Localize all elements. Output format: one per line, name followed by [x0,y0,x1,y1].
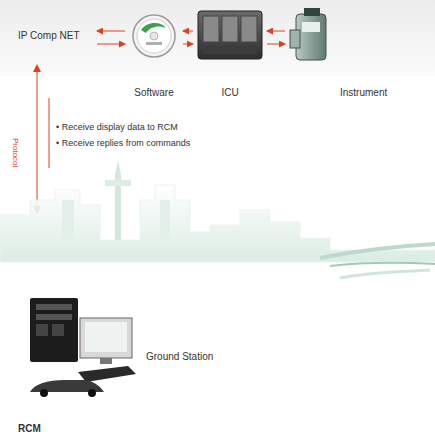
arrow-line [183,31,193,32]
icu-rack [198,11,262,59]
node-label: IP Comp NET [18,30,80,41]
arrow-line [267,44,285,45]
instrument-device [290,8,326,60]
node-label: Software [128,87,180,98]
instrument-node: Instrument [288,6,408,100]
protocol-label: Protocol [11,138,20,167]
connector [267,31,285,44]
node-label: Instrument [340,87,387,98]
node-label: Ground Station [146,351,213,362]
computer [30,298,136,397]
bracket-line [49,98,50,168]
part-name: RCM [18,423,41,434]
connector [97,31,125,44]
protocol-arrow [37,70,38,208]
swoosh [320,244,435,278]
note-text: • Receive display data to RCM [56,122,178,132]
top-band [0,0,435,76]
arrow-line [97,44,125,45]
icu-node: ICU [196,10,264,100]
software-node: Software [128,12,180,100]
arrow-line [97,31,125,32]
node-label: ICU [196,87,264,98]
city-skyline [0,160,435,262]
software-disc [133,15,175,57]
connector [183,31,193,44]
arrow-line [267,31,285,32]
arrow-line [183,44,193,45]
note-text: • Receive replies from commands [56,138,190,148]
arrow-head [33,64,41,72]
network-node: IP Comp NET [16,28,94,46]
ground-station-node: Ground Station [26,294,226,398]
